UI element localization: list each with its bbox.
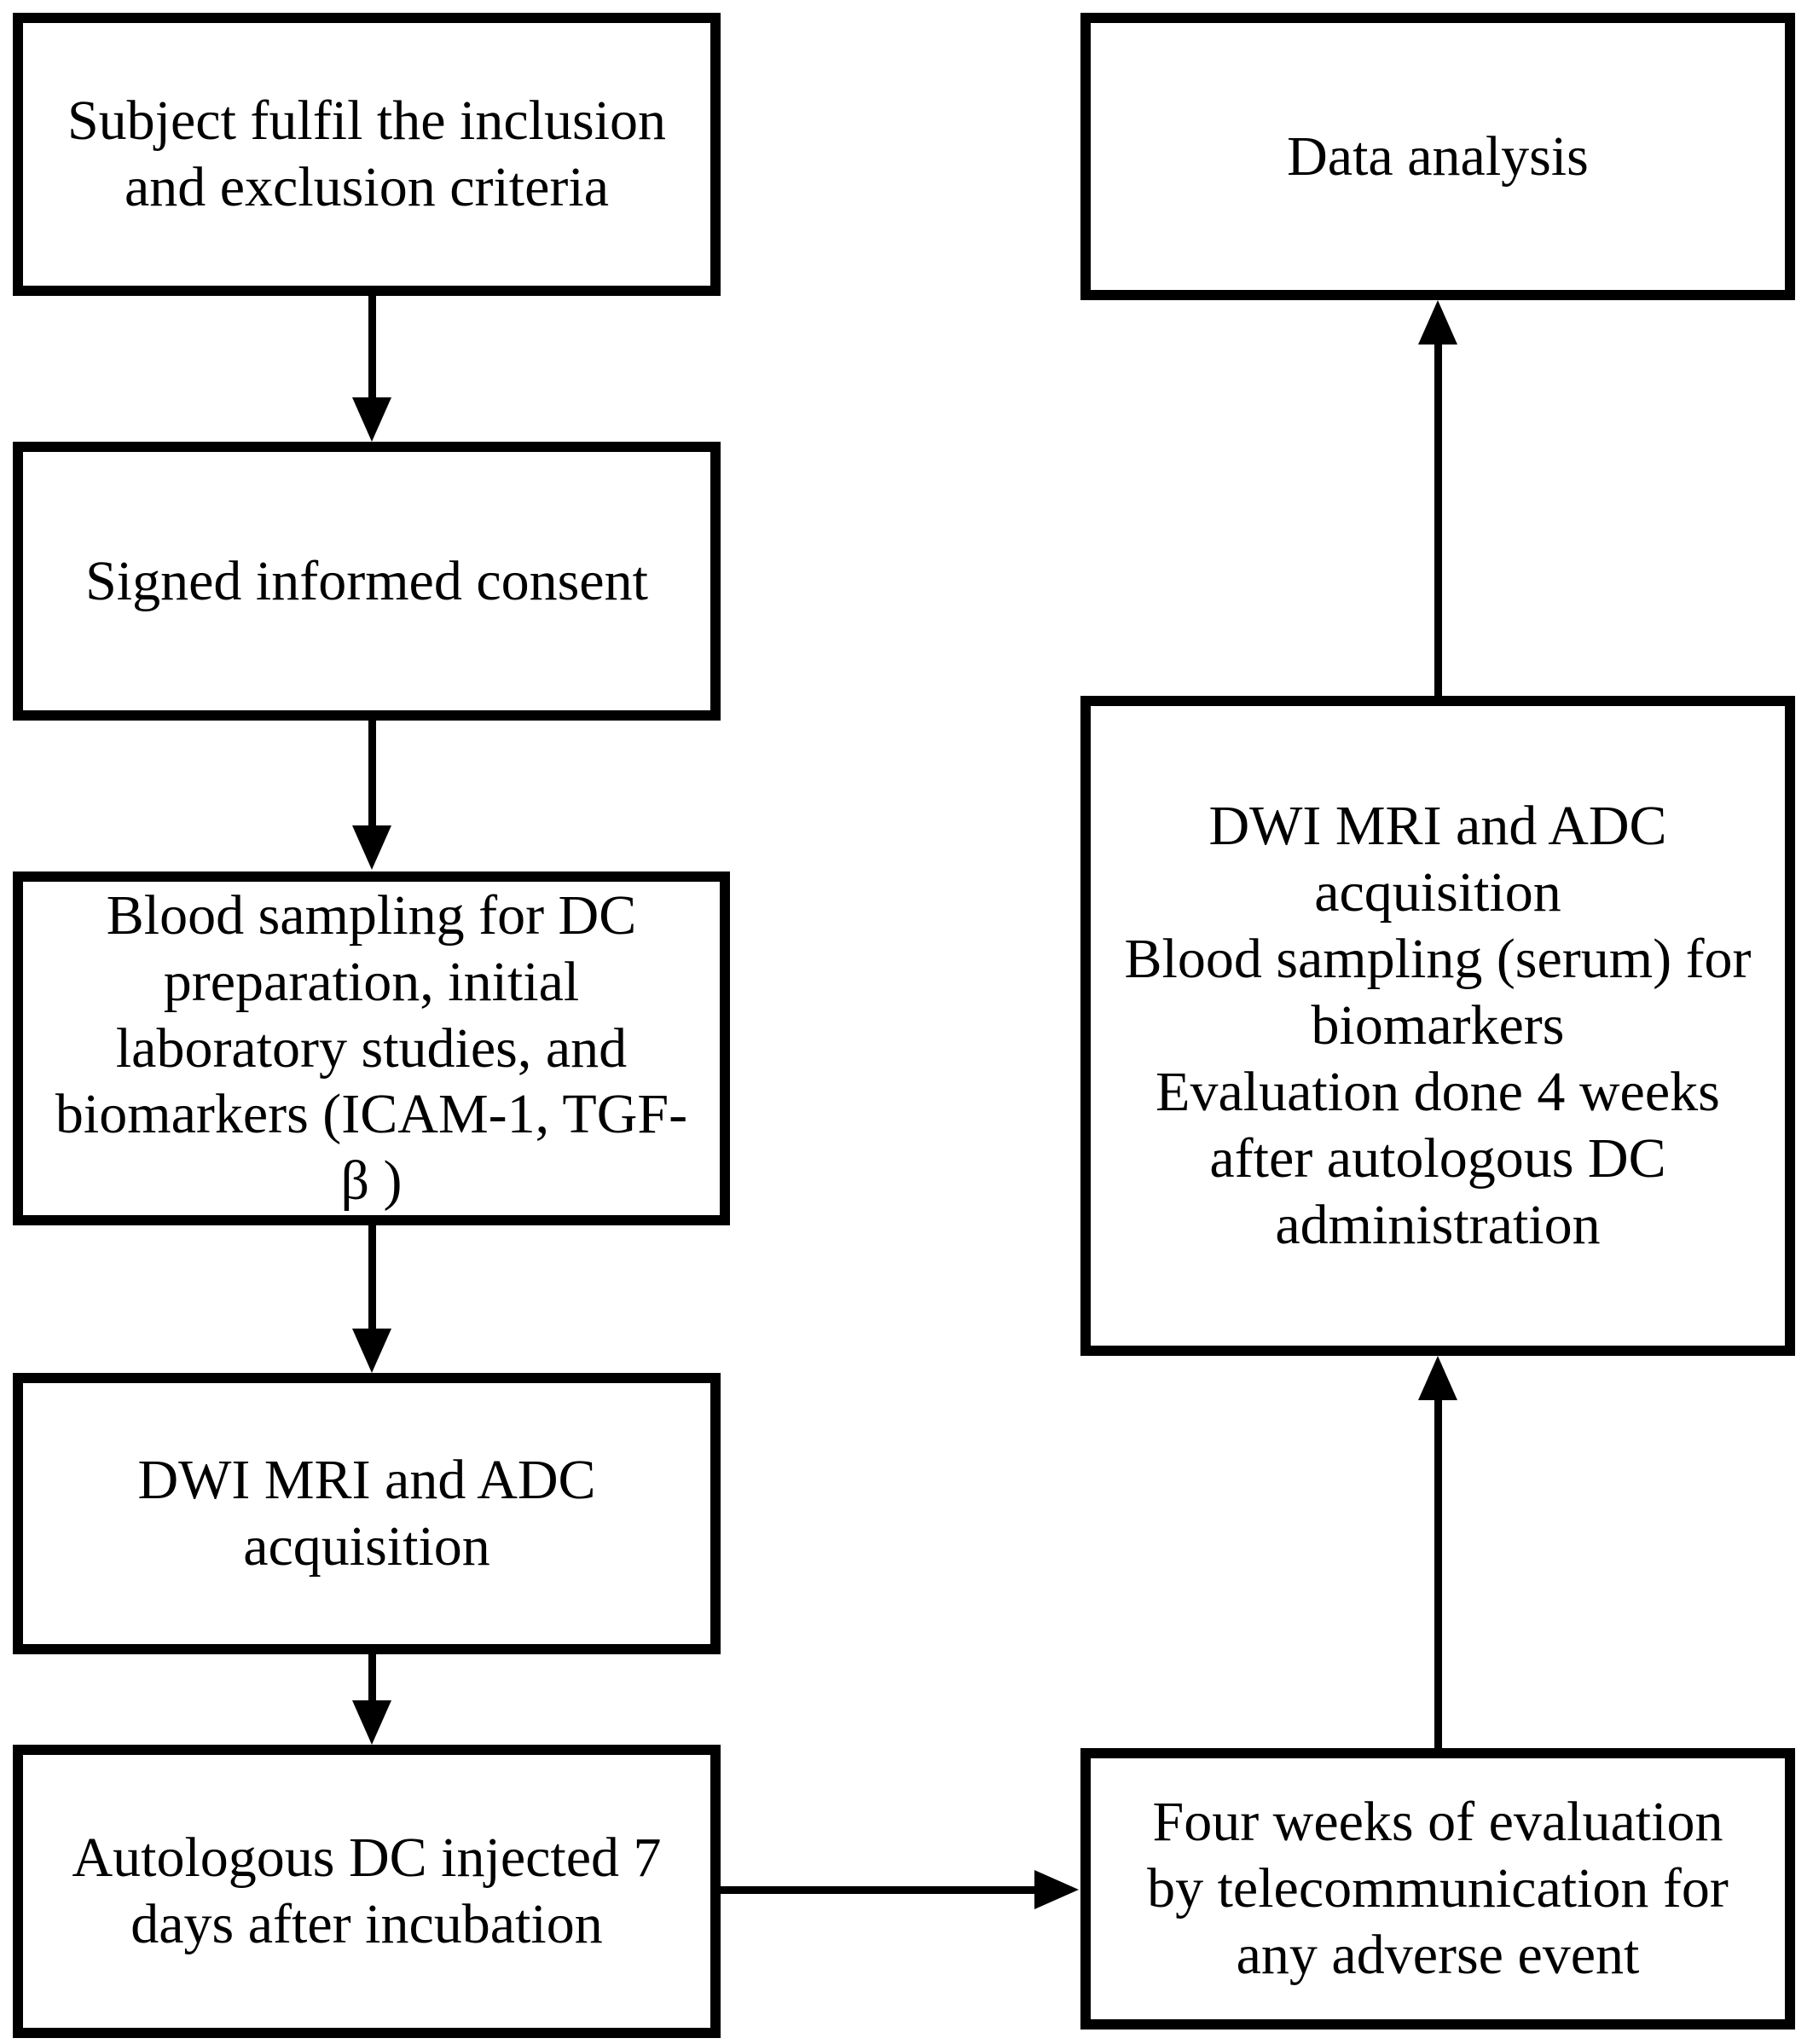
flow-box-data-analysis: Data analysis	[1080, 13, 1795, 300]
flow-box-consent: Signed informed consent	[13, 442, 721, 721]
flow-box-blood-sampling: Blood sampling for DC preparation, initi…	[13, 871, 730, 1225]
arrow-blood-sampling-to-dwi-mri-stem	[368, 1225, 376, 1332]
arrow-telecom-eval-to-followup-mri-head	[1418, 1356, 1457, 1400]
box-label-data-analysis: Data analysis	[1287, 124, 1589, 188]
box-label-dwi-mri: DWI MRI and ADC acquisition	[137, 1449, 596, 1578]
flow-box-followup-mri: DWI MRI and ADC acquisition Blood sampli…	[1080, 696, 1795, 1356]
box-label-telecom-eval: Four weeks of evaluation by telecommunic…	[1147, 1791, 1729, 1986]
box-label-blood-sampling: Blood sampling for DC preparation, initi…	[55, 883, 688, 1213]
box-label-followup-mri: DWI MRI and ADC acquisition Blood sampli…	[1124, 795, 1752, 1256]
box-label-criteria: Subject fulfil the inclusion and exclusi…	[67, 90, 667, 218]
arrow-dc-injection-to-telecom-eval-stem	[721, 1886, 1040, 1894]
arrow-followup-mri-to-data-analysis-stem	[1434, 341, 1442, 696]
arrow-dwi-mri-to-dc-injection-stem	[368, 1654, 376, 1704]
arrow-followup-mri-to-data-analysis-head	[1418, 300, 1457, 345]
flow-box-telecom-eval: Four weeks of evaluation by telecommunic…	[1080, 1748, 1795, 2030]
arrow-telecom-eval-to-followup-mri-stem	[1434, 1397, 1442, 1748]
flow-box-criteria: Subject fulfil the inclusion and exclusi…	[13, 13, 721, 296]
box-label-consent: Signed informed consent	[85, 549, 648, 612]
arrow-consent-to-blood-sampling-stem	[368, 721, 376, 831]
arrow-dc-injection-to-telecom-eval-head	[1034, 1870, 1079, 1909]
arrow-blood-sampling-to-dwi-mri-head	[352, 1329, 391, 1373]
arrow-criteria-to-consent-stem	[368, 296, 376, 402]
arrow-criteria-to-consent-head	[352, 397, 391, 442]
box-label-dc-injection: Autologous DC injected 7 days after incu…	[72, 1827, 662, 1955]
arrow-dwi-mri-to-dc-injection-head	[352, 1700, 391, 1745]
arrow-consent-to-blood-sampling-head	[352, 825, 391, 870]
flow-box-dwi-mri: DWI MRI and ADC acquisition	[13, 1373, 721, 1654]
flow-box-dc-injection: Autologous DC injected 7 days after incu…	[13, 1745, 721, 2038]
